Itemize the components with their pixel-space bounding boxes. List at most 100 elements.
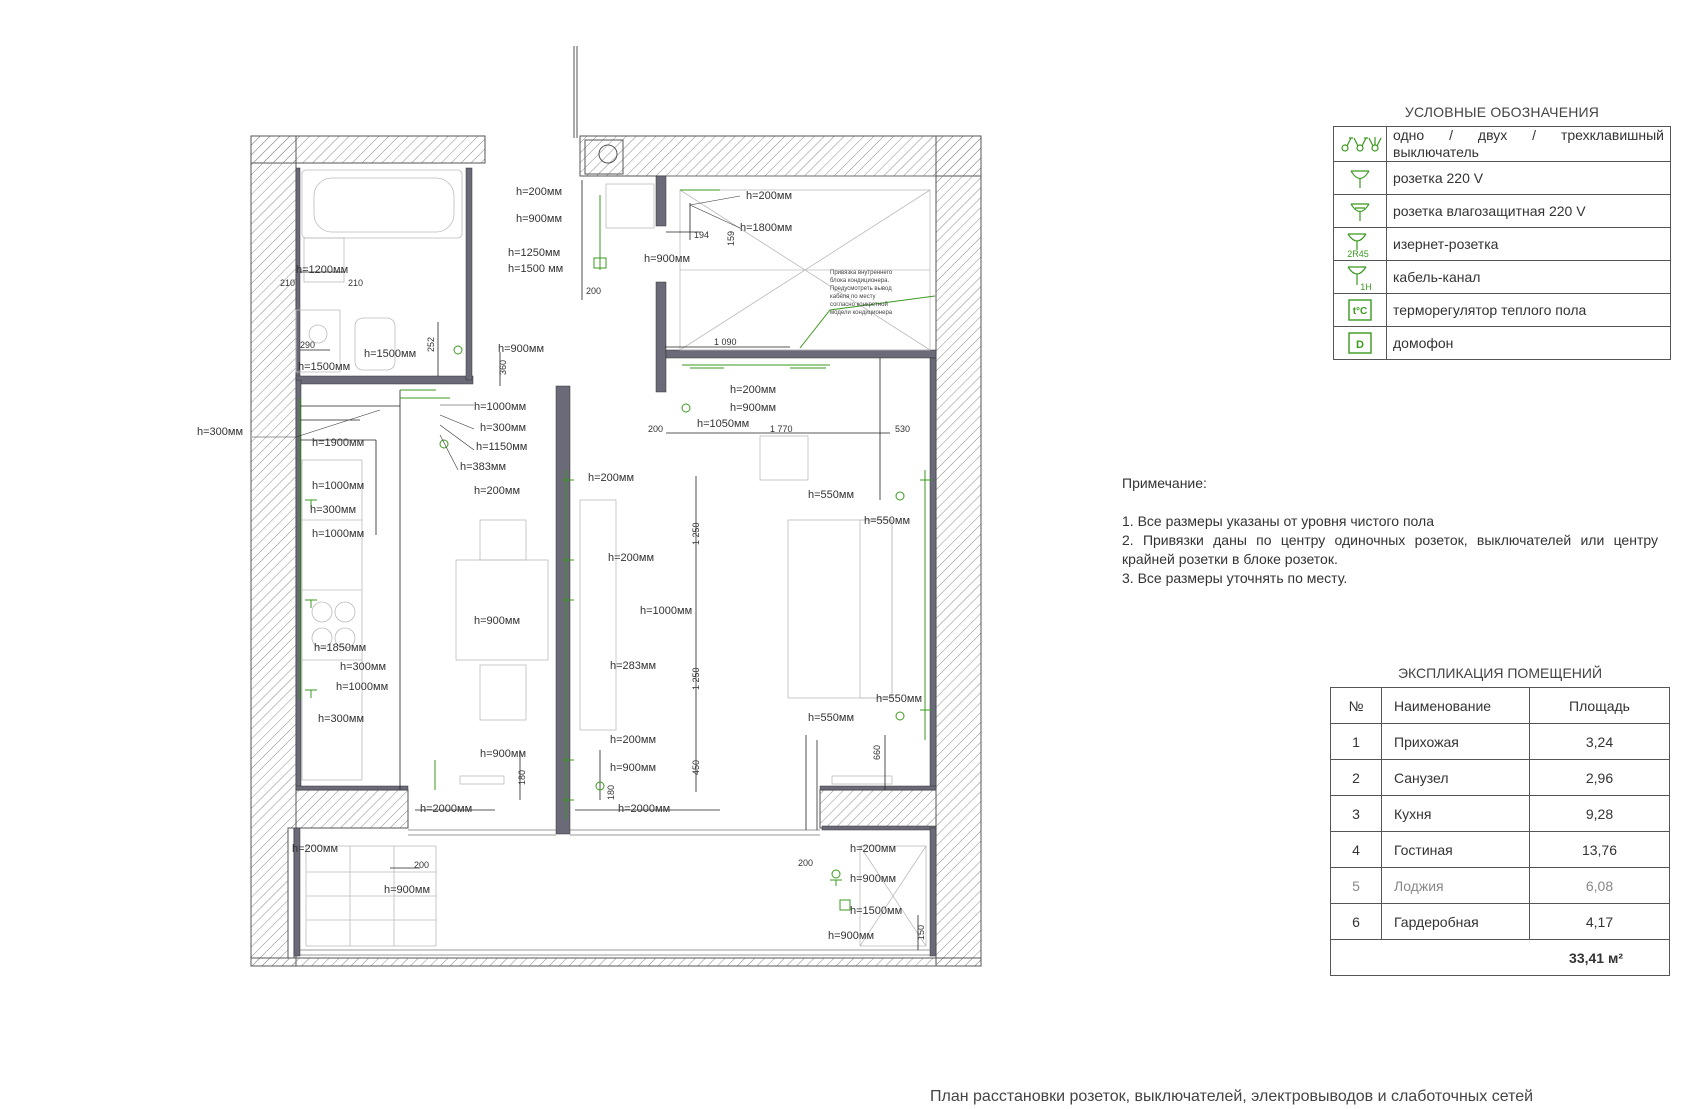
cell-name: Лоджия xyxy=(1381,867,1530,904)
label-d290: 290 xyxy=(300,340,315,350)
label-h300-kitchen: h=300мм xyxy=(480,422,526,434)
legend: УСЛОВНЫЕ ОБОЗНАЧЕНИЯ одно / двух / трехк… xyxy=(1333,104,1671,360)
label-h200-hall: h=200мм xyxy=(516,186,562,198)
cell-name: Гардеробная xyxy=(1381,903,1530,940)
label-h200-kitchen: h=200мм xyxy=(474,485,520,497)
label-d200-hall: 200 xyxy=(586,286,601,296)
furniture xyxy=(295,169,931,947)
switch-icons xyxy=(439,345,905,879)
header-name: Наименование xyxy=(1381,687,1530,724)
cell-num: 1 xyxy=(1330,723,1382,760)
table-row: 5 Лоджия 6,08 xyxy=(1330,867,1670,904)
svg-text:модели кондиционера: модели кондиционера xyxy=(830,310,893,316)
label-h1850-kitchen: h=1850мм xyxy=(314,642,366,654)
dimension-lines xyxy=(300,180,919,950)
legend-label: одно / двух / трехклавишный выключатель xyxy=(1386,126,1671,162)
label-h900-bath: h=900мм xyxy=(498,343,544,355)
label-h1500-loggia: h=1500мм xyxy=(850,905,902,917)
label-h1500-bath-b: h=1500мм xyxy=(364,348,416,360)
label-h200-wall-b: h=200мм xyxy=(608,552,654,564)
label-d194: 194 xyxy=(694,230,709,240)
table-row: 4 Гостиная 13,76 xyxy=(1330,831,1670,868)
room-explication: ЭКСПЛИКАЦИЯ ПОМЕЩЕНИЙ № Наименование Пло… xyxy=(1330,665,1670,976)
svg-text:D: D xyxy=(1356,339,1364,351)
cell-area: 9,28 xyxy=(1529,795,1670,832)
table-total-row: 33,41 м² xyxy=(1330,939,1670,976)
label-d200-loggia-a: 200 xyxy=(414,860,429,870)
switch-icon xyxy=(1333,126,1387,162)
cell-name: Санузел xyxy=(1381,759,1530,796)
cell-name: Гостиная xyxy=(1381,831,1530,868)
label-h1200-bath: h=1200мм xyxy=(296,264,348,276)
legend-label: терморегулятор теплого пола xyxy=(1386,293,1671,327)
label-d180-a: 180 xyxy=(517,770,527,785)
label-d1090: 1 090 xyxy=(714,337,737,347)
table-header-row: № Наименование Площадь xyxy=(1330,687,1670,724)
label-h1000-kitchen-b: h=1000мм xyxy=(312,480,364,492)
label-h300-kitchen-d: h=300мм xyxy=(318,713,364,725)
label-d200-loggia-b: 200 xyxy=(798,858,813,868)
table-row: 2 Санузел 2,96 xyxy=(1330,759,1670,796)
label-h1000-kitchen: h=1000мм xyxy=(474,401,526,413)
label-h900-wall-a: h=900мм xyxy=(480,748,526,760)
electrical-symbols xyxy=(299,189,936,911)
note-item: 1. Все размеры указаны от уровня чистого… xyxy=(1122,513,1434,529)
svg-text:1H: 1H xyxy=(1360,282,1372,291)
legend-label: изернет-розетка xyxy=(1386,227,1671,261)
label-h300-left: h=300мм xyxy=(197,426,243,438)
svg-text:t°C: t°C xyxy=(1353,306,1368,317)
total-area: 33,41 м² xyxy=(1330,939,1670,976)
legend-label: кабель-канал xyxy=(1386,260,1671,294)
svg-text:2R45: 2R45 xyxy=(1347,249,1369,258)
floor-plan: h=200мм h=900мм h=1250мм h=1500 мм h=900… xyxy=(197,46,982,967)
label-h1900-kitchen: h=1900мм xyxy=(312,437,364,449)
cell-num: 2 xyxy=(1330,759,1382,796)
legend-row: t°C терморегулятор теплого пола xyxy=(1333,293,1671,327)
label-h283-wall: h=283мм xyxy=(610,660,656,672)
label-h900-loggia-c: h=900мм xyxy=(828,930,874,942)
svg-text:Предусмотреть вывод: Предусмотреть вывод xyxy=(830,286,892,292)
cell-area: 2,96 xyxy=(1529,759,1670,796)
cell-num: 6 xyxy=(1330,903,1382,940)
label-d360: 360 xyxy=(498,360,508,375)
label-h1000-kitchen-d: h=1000мм xyxy=(336,681,388,693)
label-d200-living: 200 xyxy=(648,424,663,434)
thermostat-icon: t°C xyxy=(1333,293,1387,327)
note-item: 3. Все размеры уточнять по месту. xyxy=(1122,570,1348,586)
label-d210-a: 210 xyxy=(280,278,295,288)
label-d159: 159 xyxy=(726,231,736,246)
label-h200-loggia-a: h=200мм xyxy=(292,843,338,855)
label-d252: 252 xyxy=(426,337,436,352)
legend-table: одно / двух / трехклавишный выключатель … xyxy=(1333,126,1671,360)
label-h900-dining: h=900мм xyxy=(474,615,520,627)
label-d150: 150 xyxy=(916,925,926,940)
cell-num: 5 xyxy=(1330,867,1382,904)
label-h900-loggia-a: h=900мм xyxy=(384,884,430,896)
label-h900-wardrobe: h=900мм xyxy=(644,253,690,265)
label-h1500-hall: h=1500 мм xyxy=(508,263,563,275)
waterproof-socket-icon xyxy=(1333,194,1387,228)
label-d1250-a: 1 250 xyxy=(691,522,701,545)
label-h1500-bath-a: h=1500мм xyxy=(298,361,350,373)
svg-text:Привязка внутреннего: Привязка внутреннего xyxy=(830,270,893,276)
label-h200-wardrobe: h=200мм xyxy=(746,190,792,202)
label-h550-c: h=550мм xyxy=(876,693,922,705)
label-h1150-kitchen: h=1150мм xyxy=(476,441,527,453)
label-h550-d: h=550мм xyxy=(808,712,854,724)
legend-title: УСЛОВНЫЕ ОБОЗНАЧЕНИЯ xyxy=(1404,104,1600,120)
label-h383-kitchen: h=383мм xyxy=(460,461,506,473)
internet-socket-icon: 2R45 xyxy=(1333,227,1387,261)
label-h550-a: h=550мм xyxy=(808,489,854,501)
notes-title: Примечание: xyxy=(1122,475,1207,491)
legend-label: розетка 220 V xyxy=(1386,161,1671,195)
cell-name: Кухня xyxy=(1381,795,1530,832)
cell-area: 6,08 xyxy=(1529,867,1670,904)
label-h200-loggia-b: h=200мм xyxy=(850,843,896,855)
legend-row: одно / двух / трехклавишный выключатель xyxy=(1333,126,1671,162)
table-row: 3 Кухня 9,28 xyxy=(1330,795,1670,832)
legend-row: розетка 220 V xyxy=(1333,161,1671,195)
entrance-door xyxy=(573,46,624,175)
label-h200-living: h=200мм xyxy=(730,384,776,396)
label-h1800-wardrobe: h=1800мм xyxy=(740,222,792,234)
label-h2000-a: h=2000мм xyxy=(420,803,472,815)
